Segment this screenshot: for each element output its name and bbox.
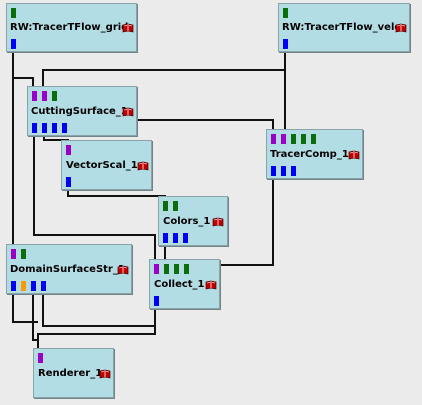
output-port-blue[interactable] bbox=[11, 39, 16, 49]
module-tracer-comp[interactable]: TracerComp_1 bbox=[266, 129, 363, 179]
module-label: RW:TracerTFlow_grid bbox=[10, 22, 129, 33]
input-port-green[interactable] bbox=[291, 134, 296, 144]
input-port-green[interactable] bbox=[173, 201, 178, 211]
output-port-blue[interactable] bbox=[31, 281, 36, 291]
input-port-purple[interactable] bbox=[281, 134, 286, 144]
output-port-orange[interactable] bbox=[21, 281, 26, 291]
wire-collect-to-renderer bbox=[37, 307, 156, 350]
module-cutting-surface[interactable]: CuttingSurface_1 bbox=[27, 86, 137, 136]
module-label: Colors_1 bbox=[163, 216, 211, 227]
output-port-blue[interactable] bbox=[163, 233, 168, 243]
output-port-blue[interactable] bbox=[42, 123, 47, 133]
module-rw-tracertflow-velo[interactable]: RW:TracerTFlow_velo bbox=[278, 3, 410, 52]
output-port-blue[interactable] bbox=[41, 281, 46, 291]
input-port-purple[interactable] bbox=[42, 91, 47, 101]
book-icon[interactable] bbox=[122, 107, 134, 117]
input-port-green[interactable] bbox=[301, 134, 306, 144]
module-label: CuttingSurface_1 bbox=[31, 106, 128, 117]
module-rw-tracertflow-grid[interactable]: RW:TracerTFlow_grid bbox=[6, 3, 137, 52]
module-label: Collect_1 bbox=[154, 279, 205, 290]
module-label: Renderer_1 bbox=[38, 368, 103, 379]
input-port-purple[interactable] bbox=[66, 145, 71, 155]
input-port-purple[interactable] bbox=[154, 264, 159, 274]
input-port-green[interactable] bbox=[21, 249, 26, 259]
module-label: RW:TracerTFlow_velo bbox=[282, 22, 402, 33]
wire-velo-to-cutting bbox=[42, 49, 286, 90]
book-icon[interactable] bbox=[99, 369, 111, 379]
output-port-blue[interactable] bbox=[62, 123, 67, 133]
wire-domain-to-renderer-a bbox=[12, 290, 38, 323]
book-icon[interactable] bbox=[348, 150, 360, 160]
output-port-blue[interactable] bbox=[11, 281, 16, 291]
output-port-blue[interactable] bbox=[66, 177, 71, 187]
output-port-blue[interactable] bbox=[52, 123, 57, 133]
book-icon[interactable] bbox=[395, 23, 407, 33]
module-collect[interactable]: Collect_1 bbox=[149, 259, 220, 309]
output-port-blue[interactable] bbox=[32, 123, 37, 133]
input-port-green[interactable] bbox=[311, 134, 316, 144]
wire-domain-to-renderer-b bbox=[32, 290, 39, 350]
input-port-green[interactable] bbox=[52, 91, 57, 101]
output-port-blue[interactable] bbox=[154, 296, 159, 306]
book-icon[interactable] bbox=[205, 280, 217, 290]
module-label: DomainSurfaceStr_1 bbox=[10, 264, 125, 275]
output-port-blue[interactable] bbox=[291, 166, 296, 176]
module-label: VectorScal_1 bbox=[66, 160, 138, 171]
book-icon[interactable] bbox=[137, 161, 149, 171]
output-port-blue[interactable] bbox=[281, 166, 286, 176]
input-port-purple[interactable] bbox=[32, 91, 37, 101]
output-port-blue[interactable] bbox=[271, 166, 276, 176]
input-port-green[interactable] bbox=[283, 8, 288, 18]
wire-grid-to-cutting bbox=[12, 49, 34, 90]
input-port-purple[interactable] bbox=[271, 134, 276, 144]
book-icon[interactable] bbox=[122, 23, 134, 33]
output-port-blue[interactable] bbox=[173, 233, 178, 243]
module-domain-surface-str[interactable]: DomainSurfaceStr_1 bbox=[6, 244, 132, 294]
input-port-green[interactable] bbox=[11, 8, 16, 18]
input-port-green[interactable] bbox=[164, 264, 169, 274]
output-port-blue[interactable] bbox=[183, 233, 188, 243]
input-port-green[interactable] bbox=[174, 264, 179, 274]
book-icon[interactable] bbox=[212, 217, 224, 227]
module-label: TracerComp_1 bbox=[270, 149, 349, 160]
input-port-purple[interactable] bbox=[11, 249, 16, 259]
wire-domain-to-collect bbox=[42, 290, 156, 327]
input-port-green[interactable] bbox=[163, 201, 168, 211]
input-port-green[interactable] bbox=[184, 264, 189, 274]
input-port-purple[interactable] bbox=[38, 353, 43, 363]
module-vector-scal[interactable]: VectorScal_1 bbox=[61, 140, 152, 190]
module-colors[interactable]: Colors_1 bbox=[158, 196, 228, 246]
output-port-blue[interactable] bbox=[283, 39, 288, 49]
book-icon[interactable] bbox=[117, 265, 129, 275]
module-renderer[interactable]: Renderer_1 bbox=[33, 348, 114, 398]
